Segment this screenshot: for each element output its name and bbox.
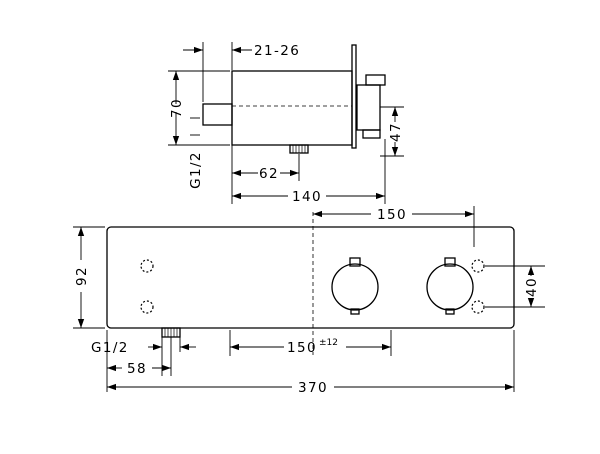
mount-hole-left-top: [140, 259, 154, 273]
dim-150-top: 150: [313, 206, 475, 247]
dim-150-tolerance: 150 ±12: [229, 330, 392, 356]
label-21-26: 21-26: [254, 43, 300, 59]
label-g12-side: G1/2: [188, 151, 204, 189]
dim-40: 40: [485, 265, 545, 308]
side-handle-top: [365, 74, 386, 86]
dim-140: 140: [232, 139, 386, 205]
label-62: 62: [259, 166, 279, 182]
front-body: [106, 226, 515, 329]
dim-g12-bottom: G1/2: [91, 337, 196, 376]
side-view: [202, 44, 386, 154]
side-body: [231, 70, 353, 146]
label-140: 140: [292, 189, 322, 205]
dim-58: 58: [106, 330, 172, 392]
dim-g12-side: G1/2: [188, 117, 204, 189]
dim-47: 47: [380, 106, 404, 157]
side-handle-bottom: [362, 129, 381, 139]
side-handle-body: [356, 84, 381, 131]
label-92: 92: [74, 266, 90, 286]
wall-plate: [351, 44, 357, 149]
dim-70: 70: [168, 70, 230, 146]
label-47: 47: [388, 122, 404, 142]
knob-left: [331, 257, 379, 315]
mount-hole-right-top: [471, 259, 485, 273]
label-150-base: 150: [287, 340, 317, 356]
mount-hole-left-bottom: [140, 300, 154, 314]
label-g12-bottom: G1/2: [91, 340, 129, 356]
label-40: 40: [524, 277, 540, 297]
label-70: 70: [169, 98, 185, 118]
label-370: 370: [298, 380, 328, 396]
dim-62: 62: [231, 145, 300, 204]
front-view: [106, 212, 515, 355]
label-150-tolerance: ±12: [319, 338, 338, 348]
label-58: 58: [127, 361, 147, 377]
knob-right: [426, 257, 474, 315]
side-stub: [202, 103, 233, 126]
dim-370: 370: [107, 330, 515, 396]
dim-21-26: 21-26: [183, 42, 300, 102]
label-150-top: 150: [377, 207, 407, 223]
mount-hole-right-bottom: [471, 300, 485, 314]
dim-92: 92: [73, 226, 105, 329]
